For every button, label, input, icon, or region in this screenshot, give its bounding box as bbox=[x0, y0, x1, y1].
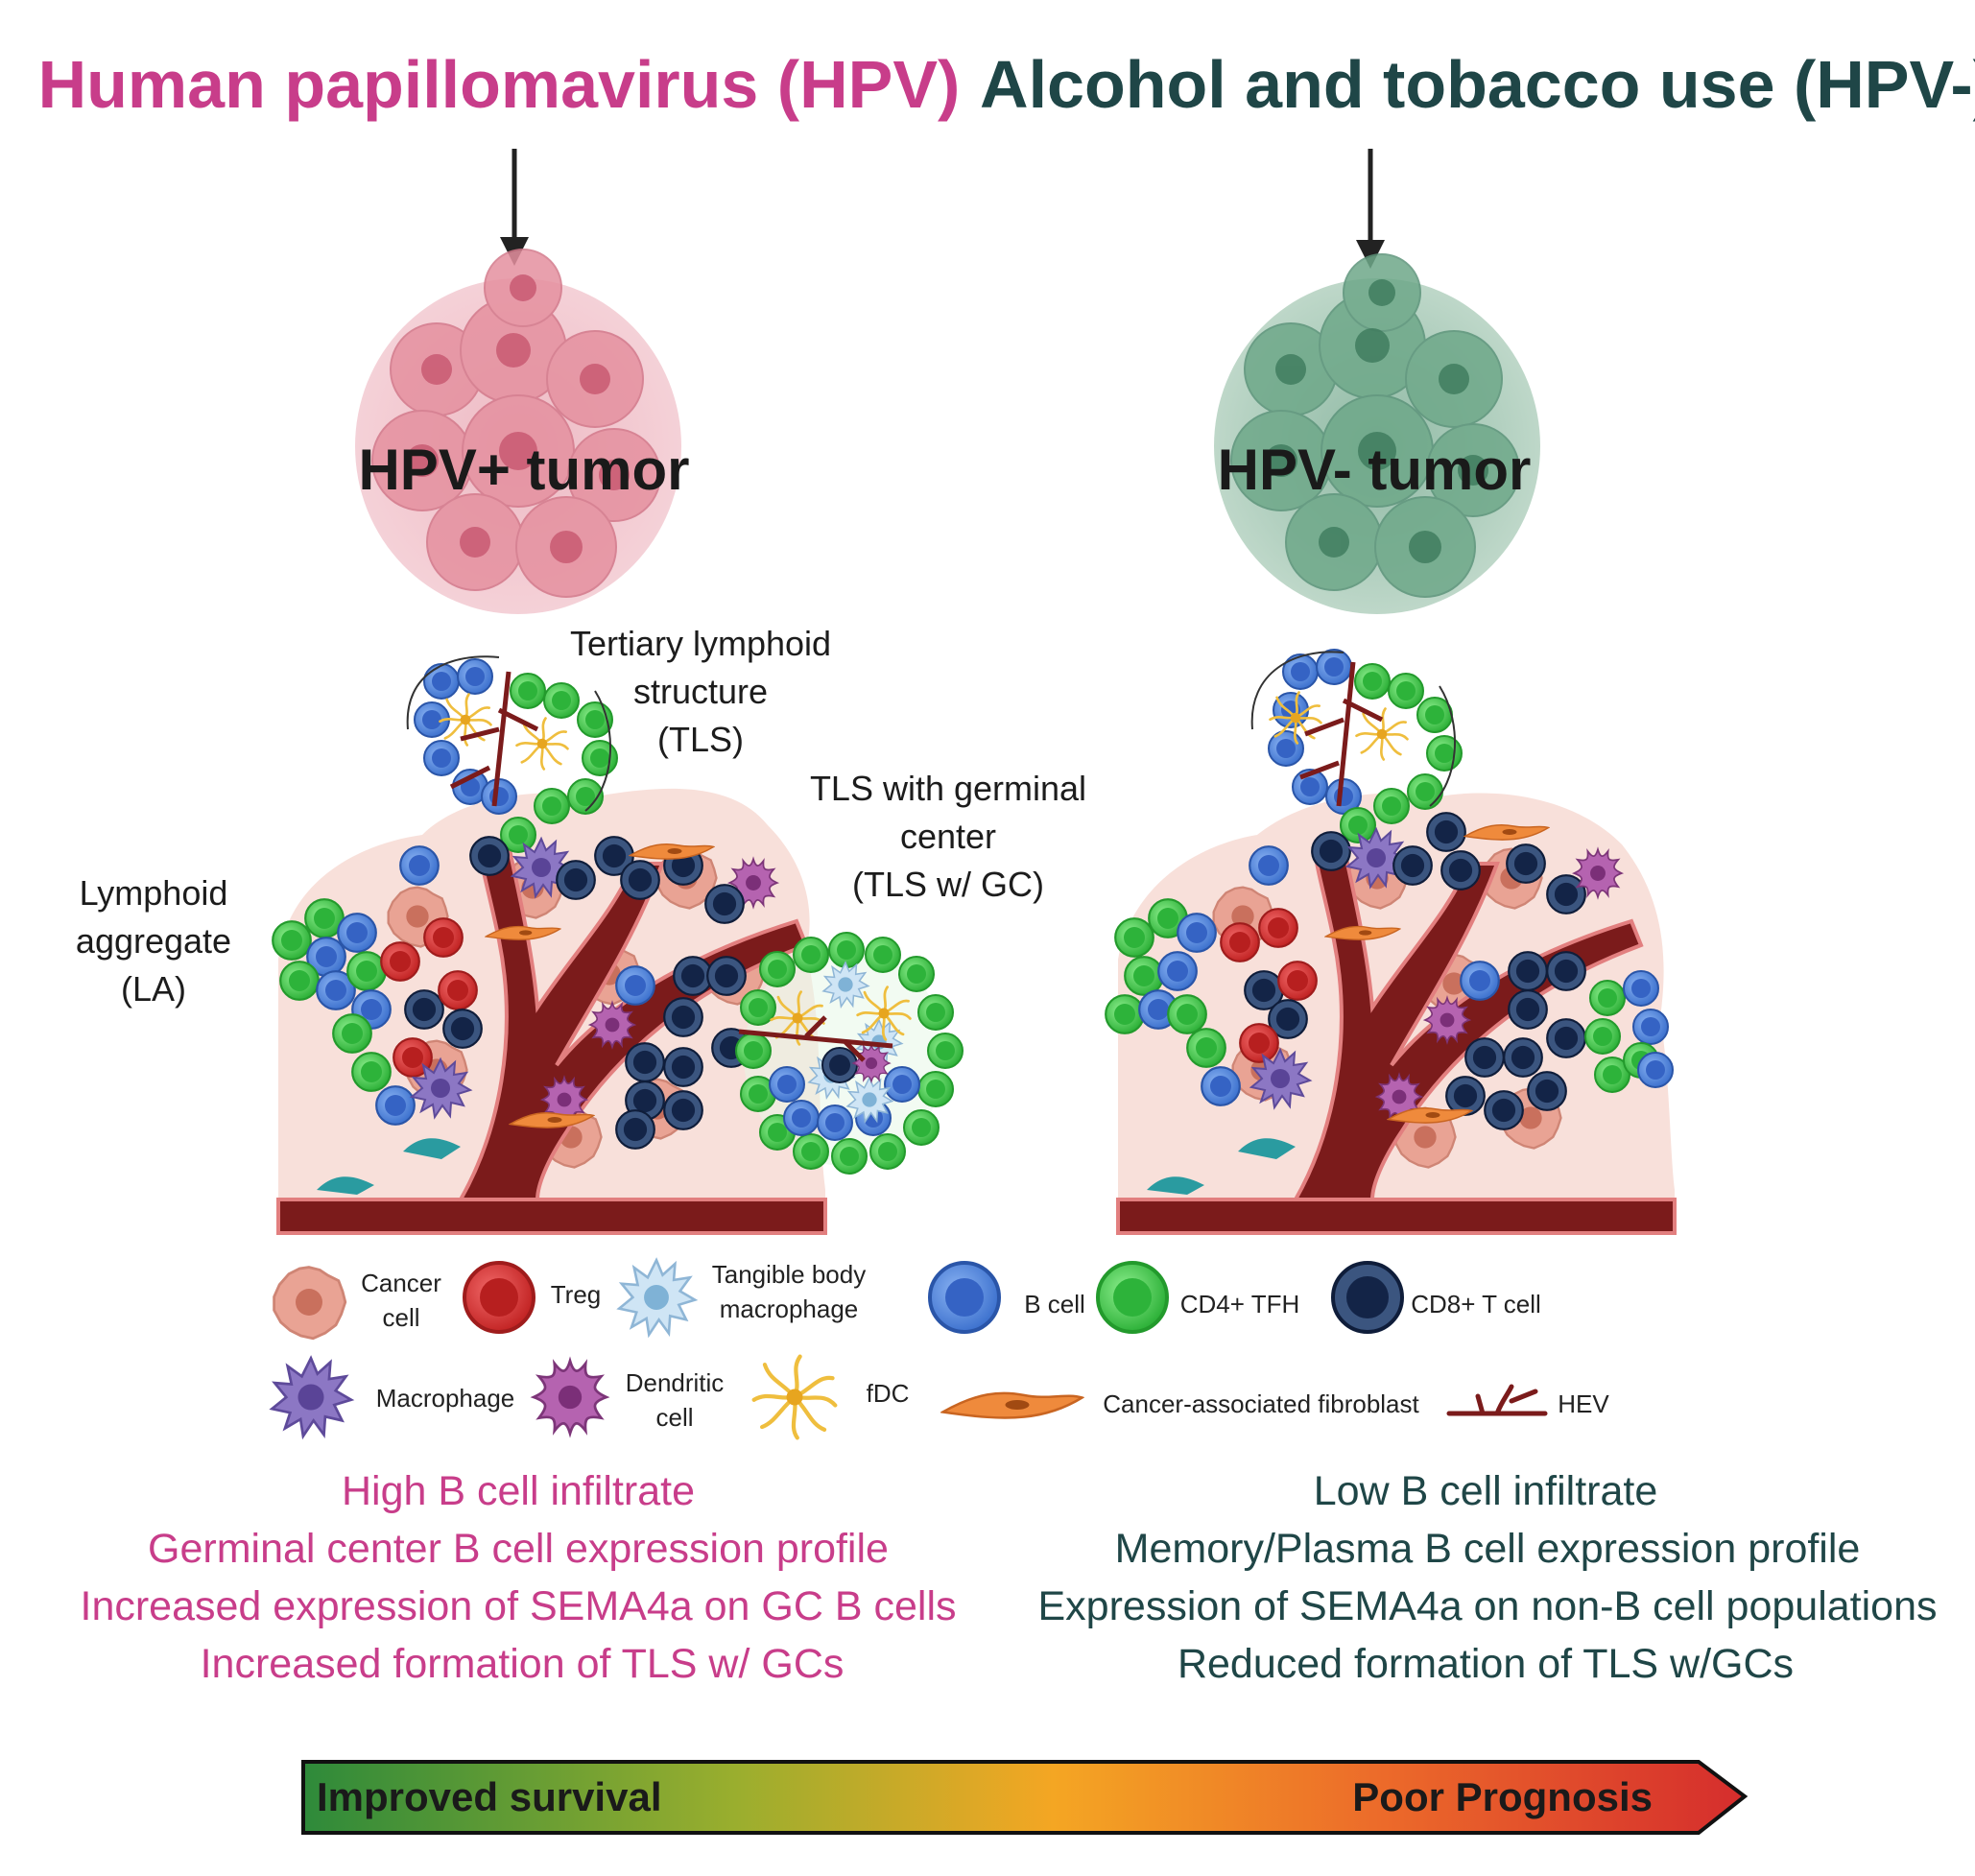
finding-left-1: High B cell infiltrate bbox=[342, 1468, 695, 1514]
legend-tbm-label-1: Tangible body bbox=[712, 1260, 866, 1289]
legend: Cancer cell Treg Tangible body macrophag… bbox=[272, 1260, 1609, 1437]
legend-fdc-label: fDC bbox=[867, 1379, 910, 1408]
hpv-positive-tumor-label: HPV+ tumor bbox=[358, 438, 689, 502]
legend-cancer-cell: Cancer cell bbox=[274, 1268, 442, 1339]
finding-left-4: Increased formation of TLS w/ GCs bbox=[201, 1641, 845, 1687]
hpv-negative-tumor: HPV- tumor bbox=[1214, 254, 1540, 614]
prognosis-scale: Improved survival Poor Prognosis bbox=[303, 1762, 1745, 1833]
legend-tbm-label-2: macrophage bbox=[720, 1294, 859, 1323]
legend-hev: HEV bbox=[1449, 1387, 1609, 1418]
annotation-tls-line3: (TLS) bbox=[657, 720, 744, 759]
finding-right-1: Low B cell infiltrate bbox=[1314, 1468, 1658, 1514]
annotation-tls-line1: Tertiary lymphoid bbox=[570, 624, 831, 663]
annotation-la: Lymphoid aggregate (LA) bbox=[76, 873, 231, 1009]
legend-cd8-t-cell: CD8+ T cell bbox=[1333, 1263, 1541, 1332]
findings-hpv-negative: Low B cell infiltrate Memory/Plasma B ce… bbox=[1038, 1468, 1938, 1687]
legend-cd8-t-cell-label: CD8+ T cell bbox=[1411, 1290, 1541, 1318]
finding-right-2: Memory/Plasma B cell expression profile bbox=[1115, 1526, 1861, 1572]
legend-cancer-cell-label-1: Cancer bbox=[361, 1269, 441, 1297]
legend-fdc: fDC bbox=[754, 1357, 910, 1438]
title-hpv-positive: Human papillomavirus (HPV) bbox=[38, 47, 961, 122]
legend-macrophage: Macrophage bbox=[272, 1358, 514, 1436]
title-hpv-negative: Alcohol and tobacco use (HPV-) bbox=[980, 47, 1975, 122]
hpv-negative-tumor-label: HPV- tumor bbox=[1218, 438, 1532, 502]
legend-dendritic-cell-label-1: Dendritic bbox=[626, 1368, 725, 1397]
legend-dendritic-cell-label-2: cell bbox=[655, 1403, 693, 1432]
legend-cd4-tfh: CD4+ TFH bbox=[1098, 1263, 1299, 1332]
annotation-la-line1: Lymphoid bbox=[80, 873, 228, 913]
tls-with-germinal-center bbox=[736, 933, 963, 1174]
prognosis-poor-label: Poor Prognosis bbox=[1352, 1774, 1653, 1819]
legend-treg-label: Treg bbox=[551, 1280, 602, 1309]
finding-left-3: Increased expression of SEMA4a on GC B c… bbox=[81, 1583, 957, 1629]
annotation-la-line3: (LA) bbox=[121, 969, 186, 1009]
finding-left-2: Germinal center B cell expression profil… bbox=[148, 1526, 889, 1572]
hpv-positive-tumor: HPV+ tumor bbox=[355, 249, 690, 614]
legend-caf-label: Cancer-associated fibroblast bbox=[1103, 1389, 1419, 1418]
hpv-negative-microenvironment bbox=[1106, 650, 1675, 1233]
legend-caf: Cancer-associated fibroblast bbox=[943, 1389, 1420, 1418]
finding-right-3: Expression of SEMA4a on non-B cell popul… bbox=[1038, 1583, 1938, 1629]
annotation-tls-gc-line1: TLS with germinal bbox=[810, 769, 1086, 808]
legend-cd4-tfh-label: CD4+ TFH bbox=[1180, 1290, 1300, 1318]
prognosis-improved-label: Improved survival bbox=[317, 1774, 661, 1819]
annotation-tls-gc-line2: center bbox=[900, 817, 996, 856]
annotation-tls-gc-line3: (TLS w/ GC) bbox=[852, 865, 1044, 904]
legend-cancer-cell-label-2: cell bbox=[382, 1303, 419, 1332]
legend-dendritic-cell: Dendritic cell bbox=[534, 1361, 724, 1434]
hpv-positive-microenvironment bbox=[273, 656, 963, 1233]
legend-treg: Treg bbox=[464, 1263, 601, 1332]
annotation-tls-line2: structure bbox=[633, 672, 768, 711]
annotation-tls-gc: TLS with germinal center (TLS w/ GC) bbox=[810, 769, 1086, 904]
annotation-la-line2: aggregate bbox=[76, 921, 231, 961]
legend-macrophage-label: Macrophage bbox=[376, 1384, 515, 1413]
findings-hpv-positive: High B cell infiltrate Germinal center B… bbox=[81, 1468, 957, 1687]
legend-b-cell: B cell bbox=[930, 1263, 1085, 1332]
finding-right-4: Reduced formation of TLS w/GCs bbox=[1178, 1641, 1794, 1687]
legend-hev-label: HEV bbox=[1558, 1389, 1609, 1418]
legend-tangible-body-macrophage: Tangible body macrophage bbox=[619, 1260, 866, 1335]
legend-b-cell-label: B cell bbox=[1024, 1290, 1085, 1318]
